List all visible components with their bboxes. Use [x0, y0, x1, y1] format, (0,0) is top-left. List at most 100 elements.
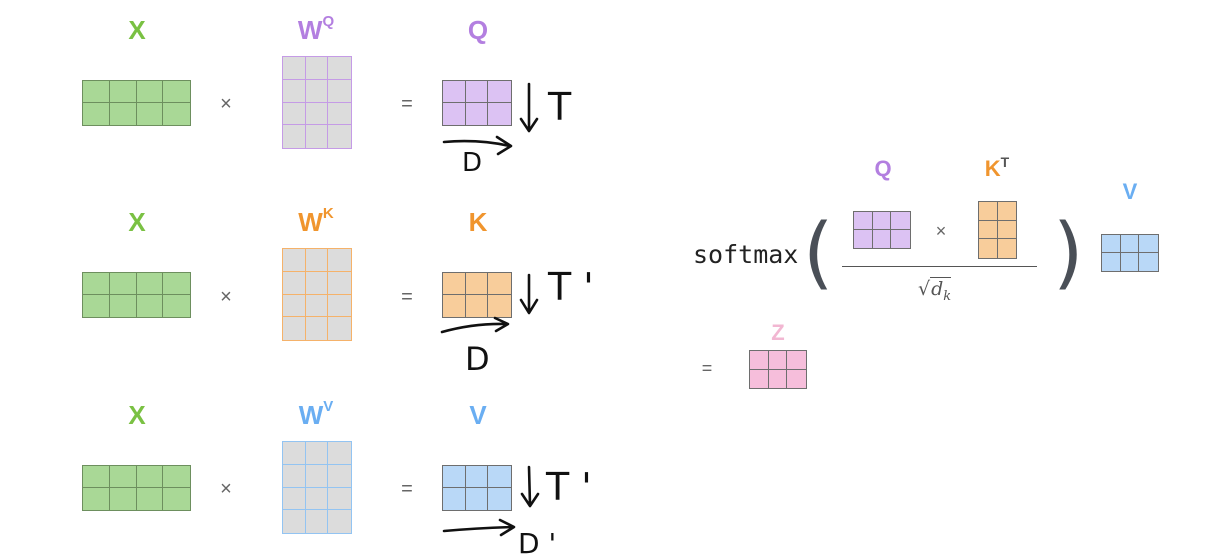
matrix-cell [163, 466, 190, 488]
row1-wq-sup: Q [322, 13, 335, 30]
matrix-cell [163, 273, 190, 295]
softmax-text: softmax [693, 240, 799, 269]
fraction-bar [842, 266, 1037, 267]
matrix-cell [305, 510, 329, 533]
matrix-cell [283, 125, 306, 148]
row3-x-label: X [128, 400, 146, 430]
row2-wk-matrix [282, 248, 352, 341]
matrix-cell [83, 295, 110, 317]
matrix-cell [750, 369, 769, 388]
matrix-cell [443, 295, 466, 317]
matrix-cell [787, 351, 806, 370]
matrix-cell [328, 487, 351, 511]
matrix-cell [109, 295, 137, 317]
matrix-cell [305, 294, 329, 318]
row1-wq-label: WQ [297, 14, 334, 45]
matrix-cell [997, 239, 1016, 258]
dk-k: k [943, 288, 952, 304]
matrix-cell [283, 442, 306, 465]
matrix-cell [872, 212, 892, 230]
matrix-cell [979, 202, 998, 221]
row1-x-label: X [128, 15, 146, 45]
row3-down-arrow [520, 465, 540, 508]
matrix-cell [1139, 235, 1158, 253]
matrix-cell [136, 273, 164, 295]
matrix-cell [163, 81, 190, 103]
matrix-cell [283, 79, 306, 103]
formula-v-label: V [1122, 179, 1138, 204]
row1-q-matrix [442, 80, 512, 126]
row2-note-d: D [465, 340, 490, 378]
matrix-cell [136, 295, 164, 317]
matrix-cell [283, 464, 306, 488]
matrix-cell [109, 81, 137, 103]
matrix-cell [328, 271, 351, 295]
row3-note-d: D ' [518, 527, 556, 559]
matrix-cell [488, 81, 511, 103]
matrix-cell [328, 249, 351, 272]
matrix-cell [305, 79, 329, 103]
matrix-cell [465, 488, 489, 510]
matrix-cell [443, 466, 466, 488]
row3-v-matrix [442, 465, 512, 511]
row3-note-t: T ' [545, 465, 592, 509]
sqrt-symbol: √ [918, 278, 931, 300]
formula-kt-label: KT [984, 155, 1009, 181]
row2-wk-sup: K [322, 205, 334, 222]
matrix-cell [443, 488, 466, 510]
matrix-cell [872, 230, 892, 248]
row2-wk-main: W [298, 207, 323, 237]
matrix-cell [283, 487, 306, 511]
matrix-cell [997, 202, 1016, 221]
matrix-cell [465, 273, 489, 295]
row3-wv-main: W [298, 400, 324, 430]
matrix-cell [443, 81, 466, 103]
matrix-cell [109, 103, 137, 125]
row1-q-label: Q [467, 15, 489, 45]
matrix-cell [328, 294, 351, 318]
row2-right-arrow [440, 316, 510, 334]
matrix-cell [1102, 235, 1121, 253]
matrix-cell [305, 249, 329, 272]
matrix-cell [136, 466, 164, 488]
row1-equals: = [401, 93, 413, 115]
matrix-cell [750, 351, 769, 370]
formula-kt-matrix [978, 201, 1017, 259]
matrix-cell [283, 294, 306, 318]
matrix-cell [979, 220, 998, 240]
matrix-cell [328, 79, 351, 103]
row1-wq-main: W [297, 15, 323, 45]
matrix-cell [328, 57, 351, 80]
matrix-cell [891, 230, 910, 248]
matrix-cell [854, 230, 873, 248]
formula-times: × [935, 221, 947, 241]
formula-z-label: Z [771, 320, 785, 345]
close-paren: ) [1053, 208, 1084, 298]
formula-k-main: K [984, 156, 1001, 181]
formula-q-label: Q [874, 156, 892, 181]
row2-note-t: T ' [547, 265, 594, 309]
matrix-cell [136, 488, 164, 510]
row2-equals: = [401, 286, 413, 308]
row1-x-matrix [82, 80, 191, 126]
matrix-cell [83, 466, 110, 488]
matrix-cell [768, 369, 788, 388]
matrix-cell [465, 466, 489, 488]
matrix-cell [109, 466, 137, 488]
row1-note-d: D [462, 148, 482, 178]
sqrt-dk: √dk [918, 277, 952, 304]
matrix-cell [283, 249, 306, 272]
dk-overline: dk [930, 277, 952, 304]
row1-right-arrow [442, 135, 513, 156]
matrix-cell [305, 442, 329, 465]
matrix-cell [465, 81, 489, 103]
matrix-cell [328, 102, 351, 126]
matrix-cell [305, 317, 329, 340]
matrix-cell [83, 103, 110, 125]
matrix-cell [305, 125, 329, 148]
matrix-cell [283, 271, 306, 295]
matrix-cell [488, 273, 511, 295]
row1-down-arrow [519, 82, 539, 133]
formula-k-sup: T [1000, 154, 1010, 170]
